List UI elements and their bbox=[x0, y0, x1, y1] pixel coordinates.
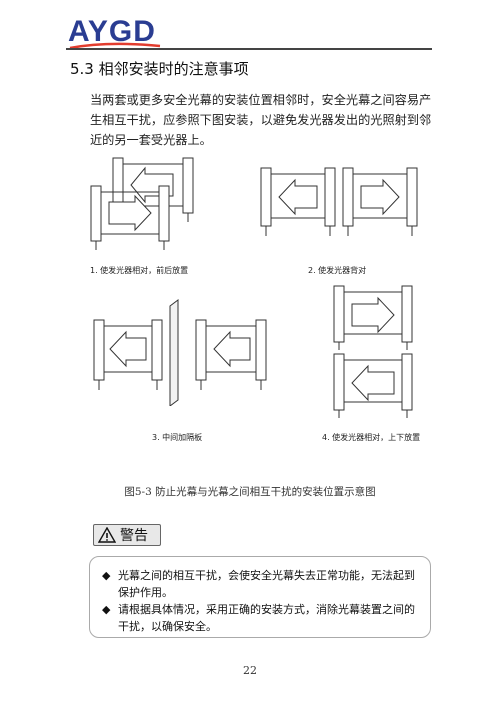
arrow-right-icon bbox=[108, 194, 152, 232]
intro-paragraph: 当两套或更多安全光幕的安装位置相邻时，安全光幕之间容易产生相互干扰，应参照下图安… bbox=[90, 93, 432, 147]
diamond-bullet-icon: ◆ bbox=[102, 603, 111, 616]
section-title: 5.3 相邻安装时的注意事项 bbox=[70, 60, 249, 78]
figure-1-diagram bbox=[90, 157, 194, 250]
figure-1-caption: 1. 使发光器相对，前后放置 bbox=[90, 266, 189, 275]
figure-2-diagram bbox=[260, 167, 418, 236]
page-number: 22 bbox=[243, 664, 257, 677]
warning-item: ◆ 请根据具体情况，采用正确的安装方式，消除光幕装置之间的干扰，以确保安全。 bbox=[102, 601, 418, 635]
figure-2-caption: 2. 使发光器背对 bbox=[308, 266, 367, 275]
warning-item-text: 请根据具体情况，采用正确的安装方式，消除光幕装置之间的干扰，以确保安全。 bbox=[118, 603, 415, 633]
logo-text: AYGD bbox=[68, 15, 156, 48]
figure-4-caption: 4. 使发光器相对，上下放置 bbox=[322, 433, 421, 442]
unit-front-right bbox=[158, 185, 170, 242]
header-divider bbox=[66, 48, 432, 50]
warning-label: 警告 bbox=[93, 524, 161, 546]
brand-logo: AYGD bbox=[68, 14, 168, 50]
figure-3-diagram bbox=[93, 299, 267, 406]
partition-board bbox=[169, 299, 179, 406]
warning-item: ◆ 光幕之间的相互干扰，会使安全光幕失去正常功能，无法起到保护作用。 bbox=[102, 567, 418, 601]
arrow-left-icon bbox=[278, 178, 318, 216]
diamond-bullet-icon: ◆ bbox=[102, 569, 111, 582]
arrow-left-icon bbox=[109, 330, 147, 368]
arrow-left-icon bbox=[213, 330, 251, 368]
warning-triangle-icon bbox=[98, 527, 116, 543]
arrow-right-icon bbox=[351, 296, 395, 334]
warning-label-text: 警告 bbox=[120, 528, 148, 544]
figure-3-caption: 3. 中间加隔板 bbox=[152, 433, 203, 442]
figure-4-diagram bbox=[333, 285, 413, 418]
arrow-left-icon bbox=[351, 364, 395, 402]
unit-back-right bbox=[182, 157, 194, 214]
figure-title: 图5-3 防止光幕与光幕之间相互干扰的安装位置示意图 bbox=[124, 486, 376, 498]
warning-item-text: 光幕之间的相互干扰，会使安全光幕失去正常功能，无法起到保护作用。 bbox=[118, 569, 415, 599]
unit-front-left bbox=[90, 185, 102, 242]
warning-box: ◆ 光幕之间的相互干扰，会使安全光幕失去正常功能，无法起到保护作用。 ◆ 请根据… bbox=[89, 556, 431, 638]
arrow-right-icon bbox=[360, 178, 400, 216]
logo-swoosh-icon bbox=[69, 42, 161, 50]
